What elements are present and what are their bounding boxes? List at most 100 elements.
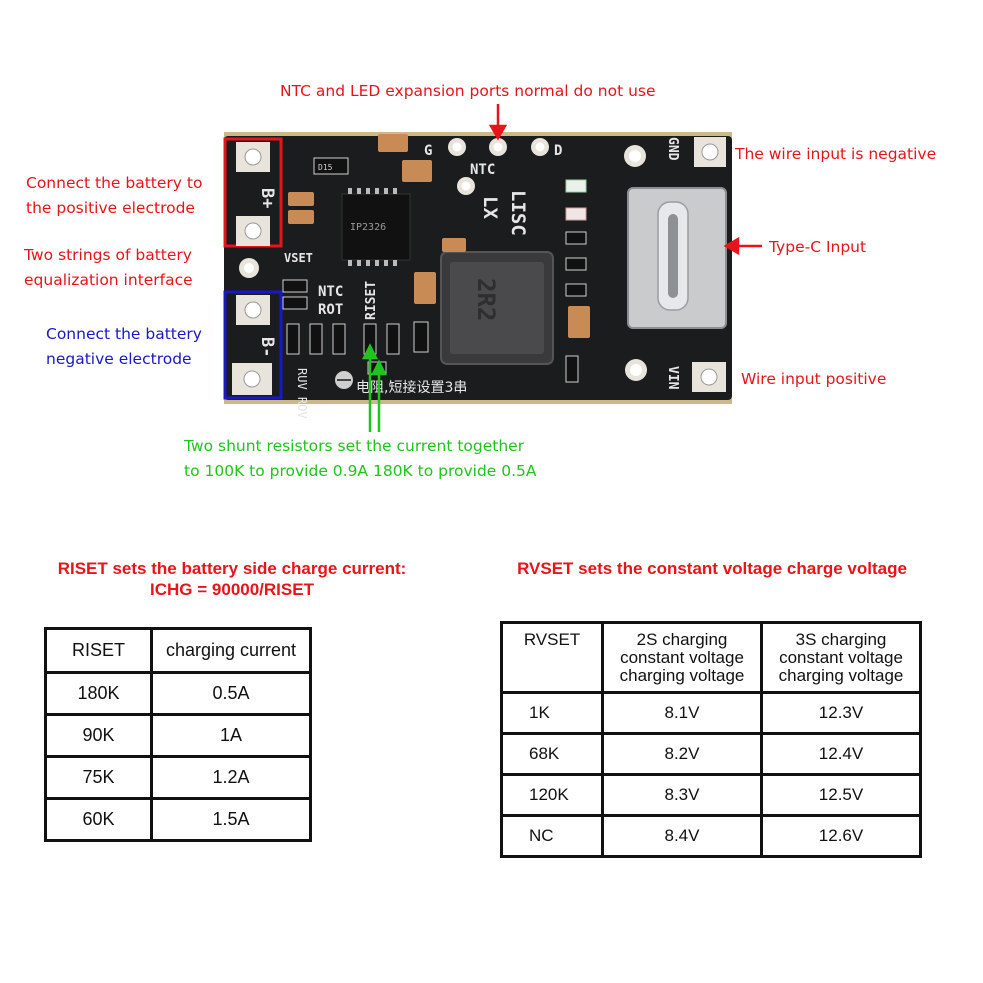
silk-ntc-mid: NTC — [318, 284, 343, 300]
table-row: 1K 8.1V 12.3V — [500, 691, 922, 735]
pad-g — [448, 138, 466, 156]
pad-d — [531, 138, 549, 156]
callout-battery-positive-line-1: Connect the battery to — [26, 174, 203, 192]
capacitor-left-inductor — [414, 272, 436, 304]
table-cell: 60K — [44, 797, 153, 842]
callout-equalization: Two strings of battery equalization inte… — [24, 243, 193, 293]
silk-vset: VSET — [284, 251, 313, 265]
table-cell: 1A — [150, 713, 312, 758]
table-row: 90K 1A — [44, 713, 312, 758]
table-cell: 8.3V — [601, 773, 763, 817]
header-2s-line-3: charging voltage — [619, 665, 745, 685]
header-3s-line-1: 3S charging — [795, 629, 887, 649]
pad-vin-bottom — [692, 362, 726, 392]
callout-battery-positive-line-2: the positive electrode — [26, 199, 195, 217]
table-riset-title-line-2: ICHG = 90000/RISET — [150, 580, 314, 599]
table-cell: 8.2V — [601, 732, 763, 776]
callout-ntc-led: NTC and LED expansion ports normal do no… — [280, 82, 656, 100]
table-riset-header-row: RISET charging current — [44, 627, 312, 674]
table-row: 75K 1.2A — [44, 755, 312, 800]
silk-rot: ROT — [318, 302, 343, 318]
callout-shunt-line-1: Two shunt resistors set the current toge… — [184, 437, 525, 455]
table-rvset-header-rvset: RVSET — [500, 621, 604, 694]
table-rvset-header-row: RVSET 2S charging constant voltage charg… — [500, 621, 922, 694]
table-riset-title-line-1: RISET sets the battery side charge curre… — [57, 559, 407, 578]
table-cell: NC — [500, 814, 604, 858]
silk-b-minus: B- — [257, 337, 277, 357]
silk-inductor: 2R2 — [472, 278, 500, 321]
pad-vset-round — [239, 258, 259, 278]
pad-b-minus-bottom — [232, 363, 272, 395]
silk-b-plus: B+ — [257, 188, 277, 208]
silk-ntc-top: NTC — [470, 162, 495, 178]
capacitor-right-inductor — [568, 306, 590, 338]
callout-wire-negative: The wire input is negative — [735, 145, 937, 163]
table-cell: 0.5A — [150, 671, 312, 716]
pad-gnd-top — [694, 137, 726, 167]
table-rvset-title: RVSET sets the constant voltage charge v… — [517, 559, 907, 578]
table-row: 68K 8.2V 12.4V — [500, 732, 922, 776]
led-green — [565, 179, 587, 193]
table-cell: 8.4V — [601, 814, 763, 858]
table-cell: 90K — [44, 713, 153, 758]
silk-bottom-row: RUV ROV — [295, 368, 309, 419]
table-cell: 75K — [44, 755, 153, 800]
silk-d15: D15 — [318, 163, 333, 172]
arrow-shunt-left-head — [361, 343, 379, 360]
callout-equalization-line-2: equalization interface — [24, 271, 193, 289]
pad-gnd-round — [624, 145, 646, 167]
table-row: NC 8.4V 12.6V — [500, 814, 922, 858]
table-rvset-header-3s: 3S charging constant voltage charging vo… — [760, 621, 922, 694]
table-cell: 12.6V — [760, 814, 922, 858]
table-cell: 1K — [500, 691, 604, 735]
table-cell: 1.5A — [150, 797, 312, 842]
battery-negative-box — [223, 290, 283, 400]
table-rvset: RVSET 2S charging constant voltage charg… — [500, 621, 922, 858]
callout-wire-positive: Wire input positive — [741, 370, 887, 388]
silk-bottom-text: 电阻,短接设置3串 — [356, 379, 467, 396]
silk-lisc: LISC — [507, 190, 529, 236]
table-cell: 68K — [500, 732, 604, 776]
table-cell: 12.5V — [760, 773, 922, 817]
table-riset-title: RISET sets the battery side charge curre… — [40, 558, 424, 600]
silk-vin: VIN — [665, 366, 680, 390]
callout-shunt-line-2: to 100K to provide 0.9A 180K to provide … — [184, 462, 537, 480]
header-2s-line-1: 2S charging — [636, 629, 728, 649]
callout-battery-positive: Connect the battery to the positive elec… — [26, 171, 202, 221]
table-cell: 1.2A — [150, 755, 312, 800]
arrow-ntc-led-head — [488, 124, 508, 141]
arrow-type-c-head — [723, 236, 740, 256]
led-red — [565, 207, 587, 221]
table-riset-header-riset: RISET — [44, 627, 153, 674]
silk-gnd: GND — [665, 137, 680, 161]
pad-b-minus-top — [236, 295, 270, 325]
table-cell: 12.4V — [760, 732, 922, 776]
capacitor-upper — [402, 160, 432, 182]
table-riset-header-current: charging current — [150, 627, 312, 674]
pad-vin-round — [625, 359, 647, 381]
silk-d: D — [554, 143, 562, 159]
pad-lx-hole — [457, 177, 475, 195]
table-cell: 120K — [500, 773, 604, 817]
table-row: 120K 8.3V 12.5V — [500, 773, 922, 817]
callout-shunt: Two shunt resistors set the current toge… — [184, 434, 537, 484]
pad-b-plus-bottom — [236, 216, 270, 246]
table-row: 180K 0.5A — [44, 671, 312, 716]
callout-type-c: Type-C Input — [769, 238, 867, 256]
table-cell: 180K — [44, 671, 153, 716]
callout-equalization-line-1: Two strings of battery — [24, 246, 192, 264]
callout-battery-negative-line-1: Connect the battery — [46, 325, 202, 343]
table-row: 60K 1.5A — [44, 797, 312, 842]
silk-riset: RISET — [364, 281, 379, 320]
silk-g: G — [424, 143, 432, 159]
ic-pins — [348, 188, 397, 266]
pad-b-plus-top — [236, 142, 270, 172]
table-cell: 8.1V — [601, 691, 763, 735]
pad-ntc — [489, 138, 507, 156]
arrow-shunt-right-head — [370, 359, 388, 376]
table-cell: 12.3V — [760, 691, 922, 735]
header-2s-line-2: constant voltage — [620, 647, 744, 667]
callout-battery-negative-line-2: negative electrode — [46, 350, 192, 368]
ic-chip — [341, 193, 411, 261]
